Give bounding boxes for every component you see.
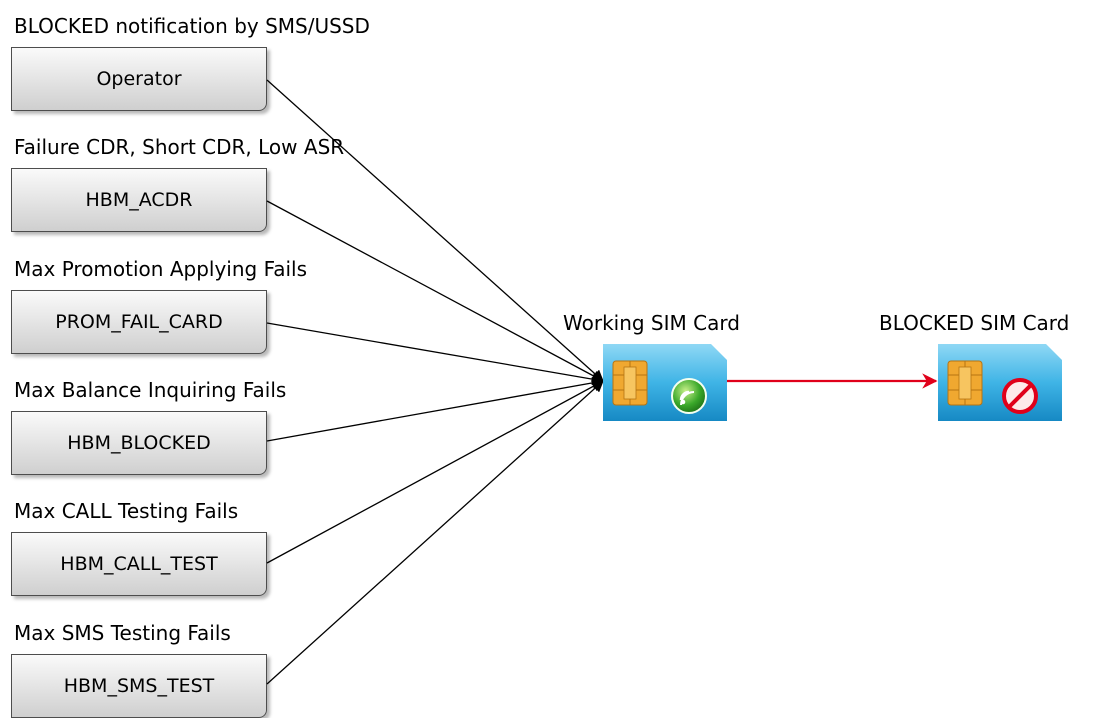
box-hbm-sms-test[interactable]: HBM_SMS_TEST <box>11 654 267 718</box>
working-sim-label: Working SIM Card <box>563 311 740 335</box>
box-operator[interactable]: Operator <box>11 47 267 111</box>
sim-card-blocked-icon <box>938 344 1062 421</box>
caption-hbm-acdr: Failure CDR, Short CDR, Low ASR <box>14 135 345 159</box>
sim-card-signal-icon <box>603 344 727 421</box>
box-hbm-blocked[interactable]: HBM_BLOCKED <box>11 411 267 475</box>
blocked-sim-label: BLOCKED SIM Card <box>879 311 1070 335</box>
connector-hbm-call-test <box>266 380 605 564</box>
box-hbm-acdr[interactable]: HBM_ACDR <box>11 168 267 232</box>
caption-hbm-blocked: Max Balance Inquiring Fails <box>14 378 287 402</box>
caption-operator: BLOCKED notification by SMS/USSD <box>14 14 370 38</box>
connector-hbm-blocked <box>266 377 605 442</box>
connector-hbm-sms-test <box>266 380 604 685</box>
caption-hbm-call-test: Max CALL Testing Fails <box>14 499 239 523</box>
connector-operator <box>266 79 604 382</box>
box-hbm-call-test[interactable]: HBM_CALL_TEST <box>11 532 267 596</box>
connector-prom-fail-card <box>266 322 605 385</box>
caption-hbm-sms-test: Max SMS Testing Fails <box>14 621 231 645</box>
box-prom-fail-card[interactable]: PROM_FAIL_CARD <box>11 290 267 354</box>
caption-prom-fail-card: Max Promotion Applying Fails <box>14 257 308 281</box>
connector-hbm-acdr <box>266 200 605 382</box>
